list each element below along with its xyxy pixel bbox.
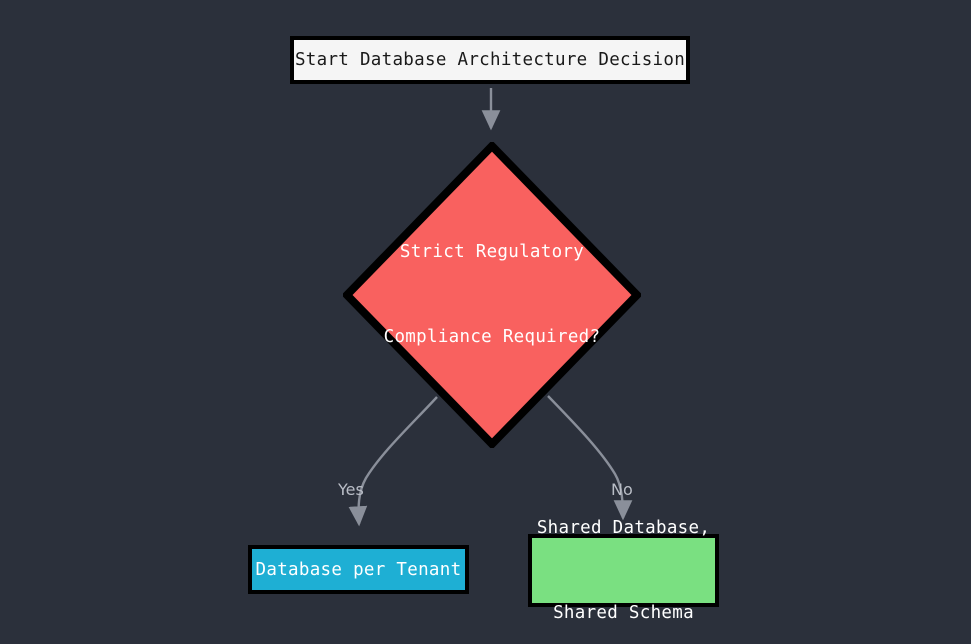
- node-start-database-architecture-decision[interactable]: Start Database Architecture Decision: [290, 36, 690, 84]
- node-decision-label: Strict Regulatory Compliance Required?: [384, 182, 601, 409]
- node-shared-schema-label-line1: Shared Database,: [536, 517, 711, 538]
- node-database-per-tenant[interactable]: Database per Tenant: [248, 545, 469, 594]
- node-database-per-tenant-label: Database per Tenant: [255, 559, 462, 580]
- node-decision-label-line2: Compliance Required?: [383, 327, 601, 348]
- node-start-label: Start Database Architecture Decision: [294, 50, 686, 70]
- node-decision-label-line1: Strict Regulatory: [399, 242, 585, 263]
- node-shared-schema-label-line2: Shared Schema: [553, 602, 694, 623]
- node-shared-database-shared-schema-label: Shared Database, Shared Schema: [537, 457, 710, 644]
- node-shared-database-shared-schema[interactable]: Shared Database, Shared Schema: [528, 518, 719, 623]
- edge-label-no: No: [611, 480, 633, 499]
- edge-label-yes: Yes: [338, 480, 364, 499]
- diamond-shape: [343, 142, 641, 448]
- node-decision-strict-regulatory-compliance[interactable]: Strict Regulatory Compliance Required?: [343, 142, 641, 448]
